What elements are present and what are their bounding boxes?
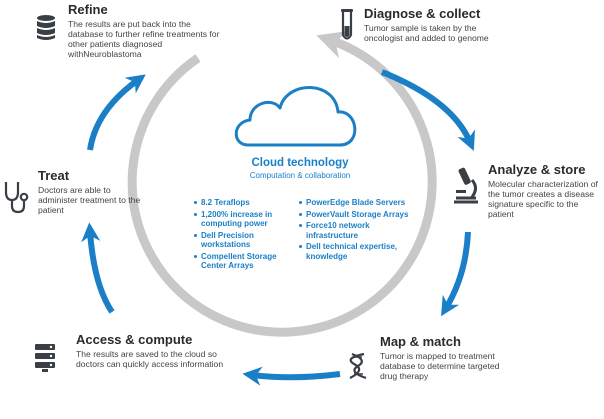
stage-title: Treat (38, 168, 70, 183)
stage-title: Map & match (380, 334, 461, 349)
stage-title: Diagnose & collect (364, 6, 481, 21)
arrow-treat-to-refine (87, 74, 146, 151)
list-item: Force10 network infrastructure (298, 221, 410, 240)
stage-description: The results are put back into the databa… (68, 19, 220, 59)
center-left-list: 8.2 Teraflops 1,200% increase in computi… (193, 198, 295, 271)
stage-description: Tumor is mapped to treatment database to… (380, 351, 500, 381)
list-item: Compellent Storage Center Arrays (193, 252, 295, 271)
center-subtitle: Computation & collaboration (249, 171, 351, 180)
stage-refine: Refine The results are put back into the… (68, 2, 238, 59)
stage-analyze: Analyze & store Molecular characterizati… (488, 162, 602, 219)
test-tube-icon (341, 9, 353, 40)
arrow-access-to-treat (81, 222, 115, 314)
database-icon (37, 15, 55, 40)
list-item: 8.2 Teraflops (193, 198, 295, 208)
center-title: Cloud technology (251, 157, 349, 169)
list-item: Dell technical expertise, knowledge (298, 242, 410, 261)
server-icon (35, 344, 55, 372)
stage-treat: Treat Doctors are able to administer tre… (38, 168, 148, 215)
list-item: 1,200% increase in computing power (193, 210, 295, 229)
central-ring (127, 30, 437, 337)
stage-description: Molecular characterization of the tumor … (488, 179, 598, 219)
stage-title: Analyze & store (488, 162, 586, 177)
dna-icon (349, 352, 367, 380)
stethoscope-icon (4, 182, 29, 214)
list-item: Dell Precision workstations (193, 231, 295, 250)
center-right-list: PowerEdge Blade Servers PowerVault Stora… (298, 198, 410, 261)
stage-description: The results are saved to the cloud so do… (76, 349, 224, 369)
stage-description: Doctors are able to administer treatment… (38, 185, 141, 215)
stage-title: Refine (68, 2, 108, 17)
stage-title: Access & compute (76, 332, 193, 347)
cloud-icon (234, 86, 357, 147)
microscope-icon (454, 167, 478, 204)
stage-description: Tumor sample is taken by the oncologist … (364, 23, 489, 43)
arrow-diagnose-to-analyze (380, 69, 476, 151)
stage-map: Map & match Tumor is mapped to treatment… (380, 334, 520, 381)
arrow-map-to-access (242, 366, 341, 386)
list-item: PowerEdge Blade Servers (298, 198, 410, 208)
stage-access: Access & compute The results are saved t… (76, 332, 236, 369)
list-item: PowerVault Storage Arrays (298, 210, 410, 220)
arrow-analyze-to-map (441, 231, 471, 317)
stage-diagnose: Diagnose & collect Tumor sample is taken… (364, 6, 534, 43)
